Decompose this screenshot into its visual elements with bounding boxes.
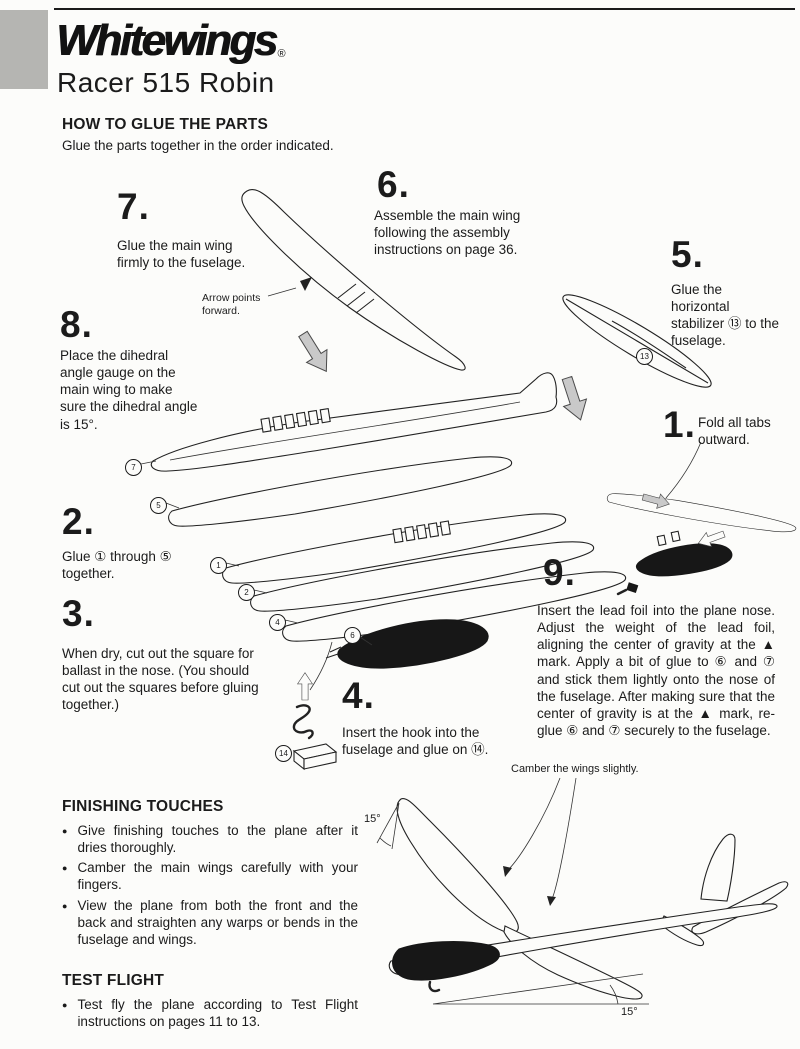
test-flight-title: TEST FLIGHT xyxy=(62,972,165,989)
step-4-text: Insert the hook into the fuselage and gl… xyxy=(342,725,489,758)
step-5-number: 5. xyxy=(671,234,704,275)
tab-fold-demo-drawing xyxy=(606,441,797,596)
part-label-7: 7 xyxy=(125,459,142,476)
finishing-title: FINISHING TOUCHES xyxy=(62,798,224,815)
part-label-5: 5 xyxy=(150,497,167,514)
brand-name: Whitewings xyxy=(56,16,278,65)
finishing-bullet-1: Give finishing touches to the plane afte… xyxy=(77,823,358,856)
lead-foil xyxy=(626,582,639,593)
bullet-icon: ● xyxy=(62,1000,68,1010)
registered-mark: ® xyxy=(277,48,286,60)
step-2-number: 2. xyxy=(62,501,95,542)
arrow-forward-note: Arrow points forward. xyxy=(202,292,261,318)
bullet-icon: ● xyxy=(62,863,68,874)
corner-gray-block xyxy=(0,10,48,89)
step-6-number: 6. xyxy=(377,164,410,205)
step-4-number: 4. xyxy=(342,675,375,716)
main-wing-drawing xyxy=(241,189,466,371)
part-label-13: 13 xyxy=(636,348,653,365)
part-label-14: 14 xyxy=(275,745,292,762)
test-flight-bullet-1: Test fly the plane according to Test Fli… xyxy=(77,997,358,1030)
bullet-icon: ● xyxy=(62,826,68,836)
list-item: ● View the plane from both the front and … xyxy=(62,897,358,948)
forward-arrow-icon xyxy=(300,277,312,291)
list-item: ● Test fly the plane according to Test Fl… xyxy=(62,996,358,1030)
glue-section-title: HOW TO GLUE THE PARTS xyxy=(62,116,268,133)
glue-arrow-wing-icon xyxy=(292,327,337,379)
fold-tabs-row-1 xyxy=(260,408,331,433)
step-5-text: Glue the horizontal stabilizer ⑬ to the … xyxy=(671,282,780,349)
step-1-number: 1. xyxy=(663,404,696,445)
step-9-text: Insert the lead foil into the plane nose… xyxy=(537,603,775,738)
insert-arrow-icon xyxy=(297,672,313,701)
part-label-6: 6 xyxy=(344,627,361,644)
angle-label-bottom: 15° xyxy=(621,1006,638,1018)
fuselage-parts-drawing xyxy=(140,372,627,669)
stabilizer-drawing xyxy=(562,294,712,388)
glue-section-intro: Glue the parts together in the order ind… xyxy=(62,138,334,153)
step-9-number: 9. xyxy=(543,552,576,593)
part-label-2: 2 xyxy=(238,584,255,601)
step-1-text: Fold all tabs outward. xyxy=(698,415,771,448)
step-6-text: Assemble the main wing following the ass… xyxy=(374,208,521,258)
step-2-text: Glue ① through ⑤ together. xyxy=(62,549,172,582)
fold-tabs-row-2 xyxy=(392,520,451,544)
test-flight-list: ● Test fly the plane according to Test Fl… xyxy=(62,996,358,1033)
list-item: ● Give finishing touches to the plane aft… xyxy=(62,822,358,856)
list-item: ● Camber the main wings carefully with yo… xyxy=(62,859,358,893)
finishing-bullet-2: Camber the main wings carefully with you… xyxy=(77,860,358,893)
step-7-number: 7. xyxy=(117,186,150,227)
finishing-list: ● Give finishing touches to the plane aft… xyxy=(62,822,358,951)
finishing-bullet-3: View the plane from both the front and t… xyxy=(77,897,358,947)
step-3-number: 3. xyxy=(62,593,95,634)
part-label-1: 1 xyxy=(210,557,227,574)
angle-label-left: 15° xyxy=(364,813,381,825)
step-8-text: Place the dihedral angle gauge on the ma… xyxy=(60,348,198,432)
part-label-4: 4 xyxy=(269,614,286,631)
step-7-text: Glue the main wing firmly to the fuselag… xyxy=(117,238,246,271)
brand-logo: Whitewings® xyxy=(56,16,286,66)
nose-weight-part xyxy=(337,619,489,669)
bullet-icon: ● xyxy=(62,900,68,911)
assembled-plane-drawing xyxy=(376,777,789,1005)
camber-note: Camber the wings slightly. xyxy=(511,763,639,775)
glue-arrow-stabilizer-icon xyxy=(555,373,593,425)
model-title: Racer 515 Robin xyxy=(57,67,275,98)
step-3-text: When dry, cut out the square for ballast… xyxy=(62,646,259,713)
step-8-number: 8. xyxy=(60,304,93,345)
top-rule xyxy=(54,8,795,10)
hook-drawing xyxy=(292,641,338,771)
